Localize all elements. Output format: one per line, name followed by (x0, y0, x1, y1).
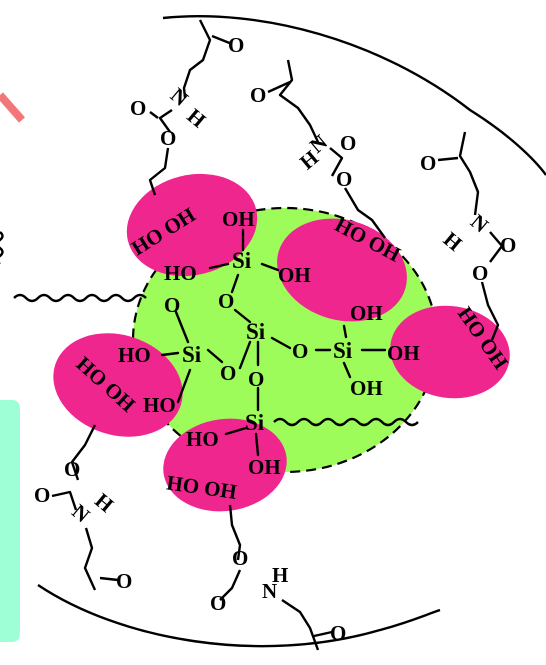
hydroxyl-blob-right (390, 305, 510, 399)
silanol-group: HO (118, 343, 151, 367)
carbamate-linker-top-left: O N H O O (130, 19, 244, 196)
polymer-backbone-bottom (37, 584, 441, 648)
svg-text:H: H (272, 563, 288, 587)
polymer-backbone-top (162, 15, 546, 176)
siloxane-bonds (160, 228, 387, 457)
svg-text:O: O (64, 457, 80, 481)
bridging-oxygen: O (218, 289, 234, 313)
svg-text:H: H (439, 227, 467, 256)
side-panel (0, 400, 20, 642)
svg-text:O: O (130, 96, 146, 120)
bridging-oxygen: O (220, 361, 236, 385)
svg-text:O: O (228, 33, 244, 57)
accent-stroke (0, 92, 26, 123)
svg-text:O: O (420, 151, 436, 175)
silanol-group: OH (278, 263, 311, 287)
silanol-group: HO (164, 261, 197, 285)
hydroxyl-blob-top-left (126, 173, 258, 277)
svg-text:N: N (67, 499, 94, 527)
silanol-group: OH (350, 376, 383, 400)
svg-text:O: O (330, 621, 346, 645)
svg-text:O: O (210, 591, 226, 615)
edge-wavy-bond (0, 231, 4, 264)
hydroxyl-blob-top-right (277, 218, 407, 322)
si-atom: Si (246, 319, 266, 344)
svg-text:O: O (472, 261, 488, 285)
svg-text:N: N (466, 209, 493, 237)
svg-text:H: H (90, 488, 118, 517)
svg-text:O: O (500, 233, 516, 257)
si-atom: Si (182, 342, 202, 367)
silanol-group: OH (222, 207, 255, 231)
svg-text:O: O (160, 126, 176, 150)
svg-text:N: N (262, 579, 277, 603)
svg-text:N: N (166, 83, 193, 111)
silanol-group: OH (387, 341, 420, 365)
svg-text:O: O (340, 131, 356, 155)
bridging-oxygen: O (164, 293, 180, 317)
svg-text:O: O (116, 569, 132, 593)
silanol-group: OH (248, 455, 281, 479)
bridging-oxygen: O (292, 339, 308, 363)
svg-text:O: O (250, 83, 266, 107)
si-atom: Si (333, 338, 353, 363)
silanol-group: HO (143, 393, 176, 417)
bridging-oxygen: O (248, 367, 264, 391)
wavy-bond-right (273, 417, 419, 427)
carbamate-linker-bottom-right: O O N H O (210, 504, 346, 651)
svg-text:O: O (232, 546, 248, 570)
svg-text:H: H (183, 104, 211, 133)
silanol-group: HO (186, 427, 219, 451)
si-atom: Si (245, 410, 265, 435)
carbamate-linker-bottom-left: O O N H O (34, 424, 132, 593)
silanol-group: OH (350, 301, 383, 325)
svg-text:O: O (336, 167, 352, 191)
svg-text:O: O (34, 483, 50, 507)
hydroxyl-blob-left (53, 333, 183, 437)
wavy-bond-left (13, 293, 147, 303)
si-atom: Si (232, 248, 252, 273)
